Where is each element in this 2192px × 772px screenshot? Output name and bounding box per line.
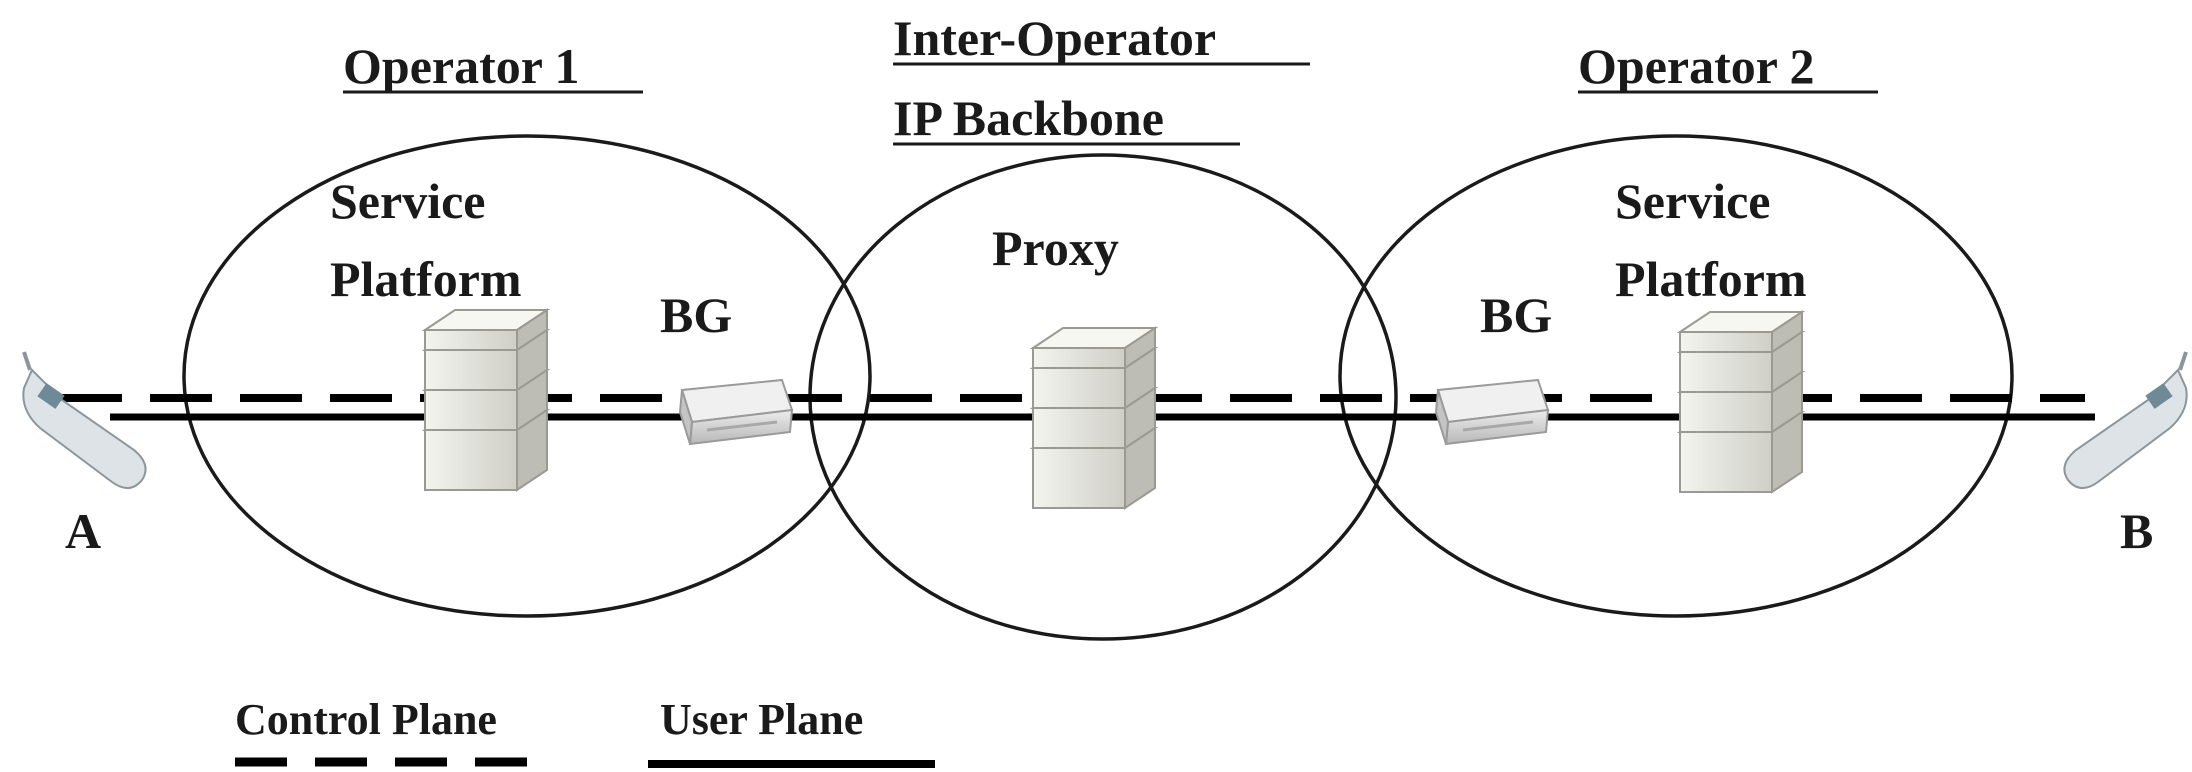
bg-1-gateway-icon bbox=[678, 378, 794, 446]
legend-user-plane-label: User Plane bbox=[660, 695, 863, 744]
operator2-domain-ellipse bbox=[1338, 134, 2014, 618]
service-platform-1-label-line2: Platform bbox=[330, 251, 522, 307]
backbone-title-line2: IP Backbone bbox=[893, 90, 1164, 146]
endpoint-a-label: A bbox=[65, 503, 101, 559]
operator1-title: Operator 1 bbox=[343, 38, 580, 94]
proxy-server-icon bbox=[1032, 327, 1156, 509]
backbone-title-line1: Inter-Operator bbox=[893, 10, 1216, 66]
service-platform-2-server-icon bbox=[1679, 311, 1803, 493]
operator2-title: Operator 2 bbox=[1578, 38, 1815, 94]
bg-2-gateway-icon bbox=[1434, 378, 1550, 446]
service-platform-1-label-line1: Service bbox=[330, 173, 485, 229]
service-platform-2-label-line2: Platform bbox=[1615, 251, 1807, 307]
bg-1-label: BG bbox=[660, 287, 732, 343]
proxy-label: Proxy bbox=[992, 220, 1119, 276]
bg-2-label: BG bbox=[1480, 287, 1552, 343]
endpoint-b-label: B bbox=[2120, 503, 2153, 559]
service-platform-1-server-icon bbox=[424, 309, 548, 491]
legend-control-plane-label: Control Plane bbox=[235, 695, 497, 744]
operator1-domain-ellipse bbox=[182, 134, 872, 618]
service-platform-2-label-line1: Service bbox=[1615, 173, 1770, 229]
